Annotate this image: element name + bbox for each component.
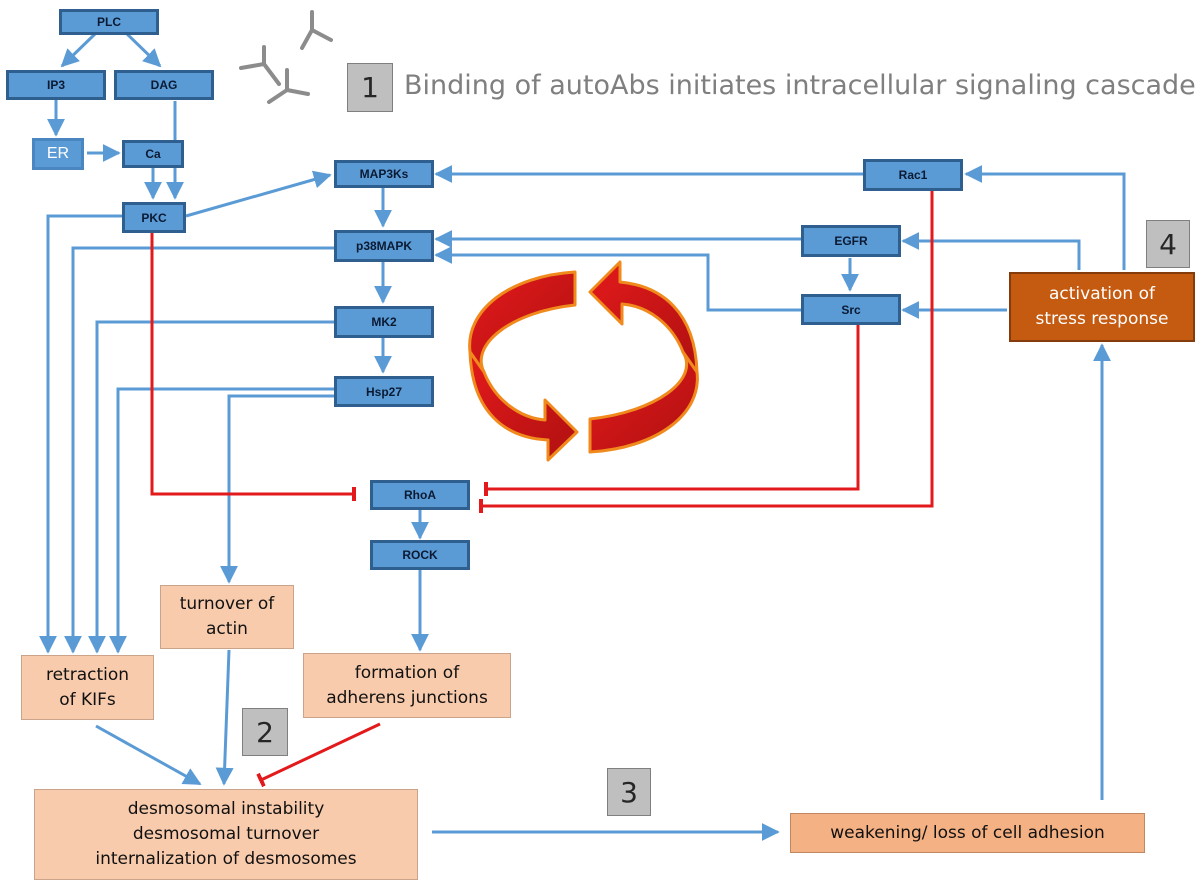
node-retraction-kifs: retraction of KIFs <box>21 655 154 720</box>
node-rock: ROCK <box>370 540 470 570</box>
edge-hsp27-actin <box>220 394 334 584</box>
node-p38mapk: p38MAPK <box>334 230 434 262</box>
feedback-loop-icon <box>468 260 699 462</box>
node-er: ER <box>32 138 84 170</box>
step-2-badge: 2 <box>242 708 288 756</box>
node-src: Src <box>801 294 901 325</box>
caption-binding-initiates: Binding of autoAbs initiates intracellul… <box>404 70 1196 101</box>
node-rac1: Rac1 <box>863 159 963 191</box>
edge-p38-kifs <box>64 246 334 654</box>
edge-hsp27-kifs <box>109 387 334 654</box>
node-ca: Ca <box>122 140 184 168</box>
node-plc: PLC <box>59 9 159 35</box>
edge-pkc-map3ks <box>185 170 332 218</box>
node-mk2: MK2 <box>334 306 434 338</box>
node-weakening: weakening/ loss of cell adhesion <box>790 813 1145 853</box>
edge-stress-egfr <box>901 232 1081 270</box>
inhibit-rac1-rhoa <box>479 191 934 513</box>
node-actin-turnover: turnover of actin <box>160 585 294 649</box>
node-egfr: EGFR <box>801 225 901 257</box>
node-dag: DAG <box>114 70 214 100</box>
edge-actin-desmo <box>215 649 234 786</box>
antibody-icon <box>239 10 333 104</box>
node-adherens: formation of adherens junctions <box>303 653 511 718</box>
inhibit-adherens-desmo <box>256 722 381 788</box>
node-hsp27: Hsp27 <box>334 376 434 407</box>
step-3-badge: 3 <box>607 768 651 816</box>
node-stress-response: activation of stress response <box>1009 272 1195 342</box>
node-pkc: PKC <box>122 202 186 233</box>
edge-mk2-kifs <box>88 320 334 654</box>
edge-plc-dag <box>124 31 162 68</box>
inhibit-src-rhoa <box>484 325 860 496</box>
node-map3ks: MAP3Ks <box>334 160 434 188</box>
inhibit-pkc-rhoa <box>150 233 356 501</box>
edge-kifs-desmo <box>95 724 202 786</box>
edge-pkc-kifs <box>39 214 123 654</box>
node-rhoa: RhoA <box>370 480 470 510</box>
edge-plc-ip3 <box>60 31 98 68</box>
edge-stress-rac1 <box>964 165 1126 270</box>
node-ip3: IP3 <box>6 70 106 100</box>
step-4-badge: 4 <box>1146 220 1190 268</box>
node-desmosomal: desmosomal instability desmosomal turnov… <box>34 789 418 880</box>
edge-src-p38 <box>434 246 801 312</box>
step-1-badge: 1 <box>347 63 393 112</box>
